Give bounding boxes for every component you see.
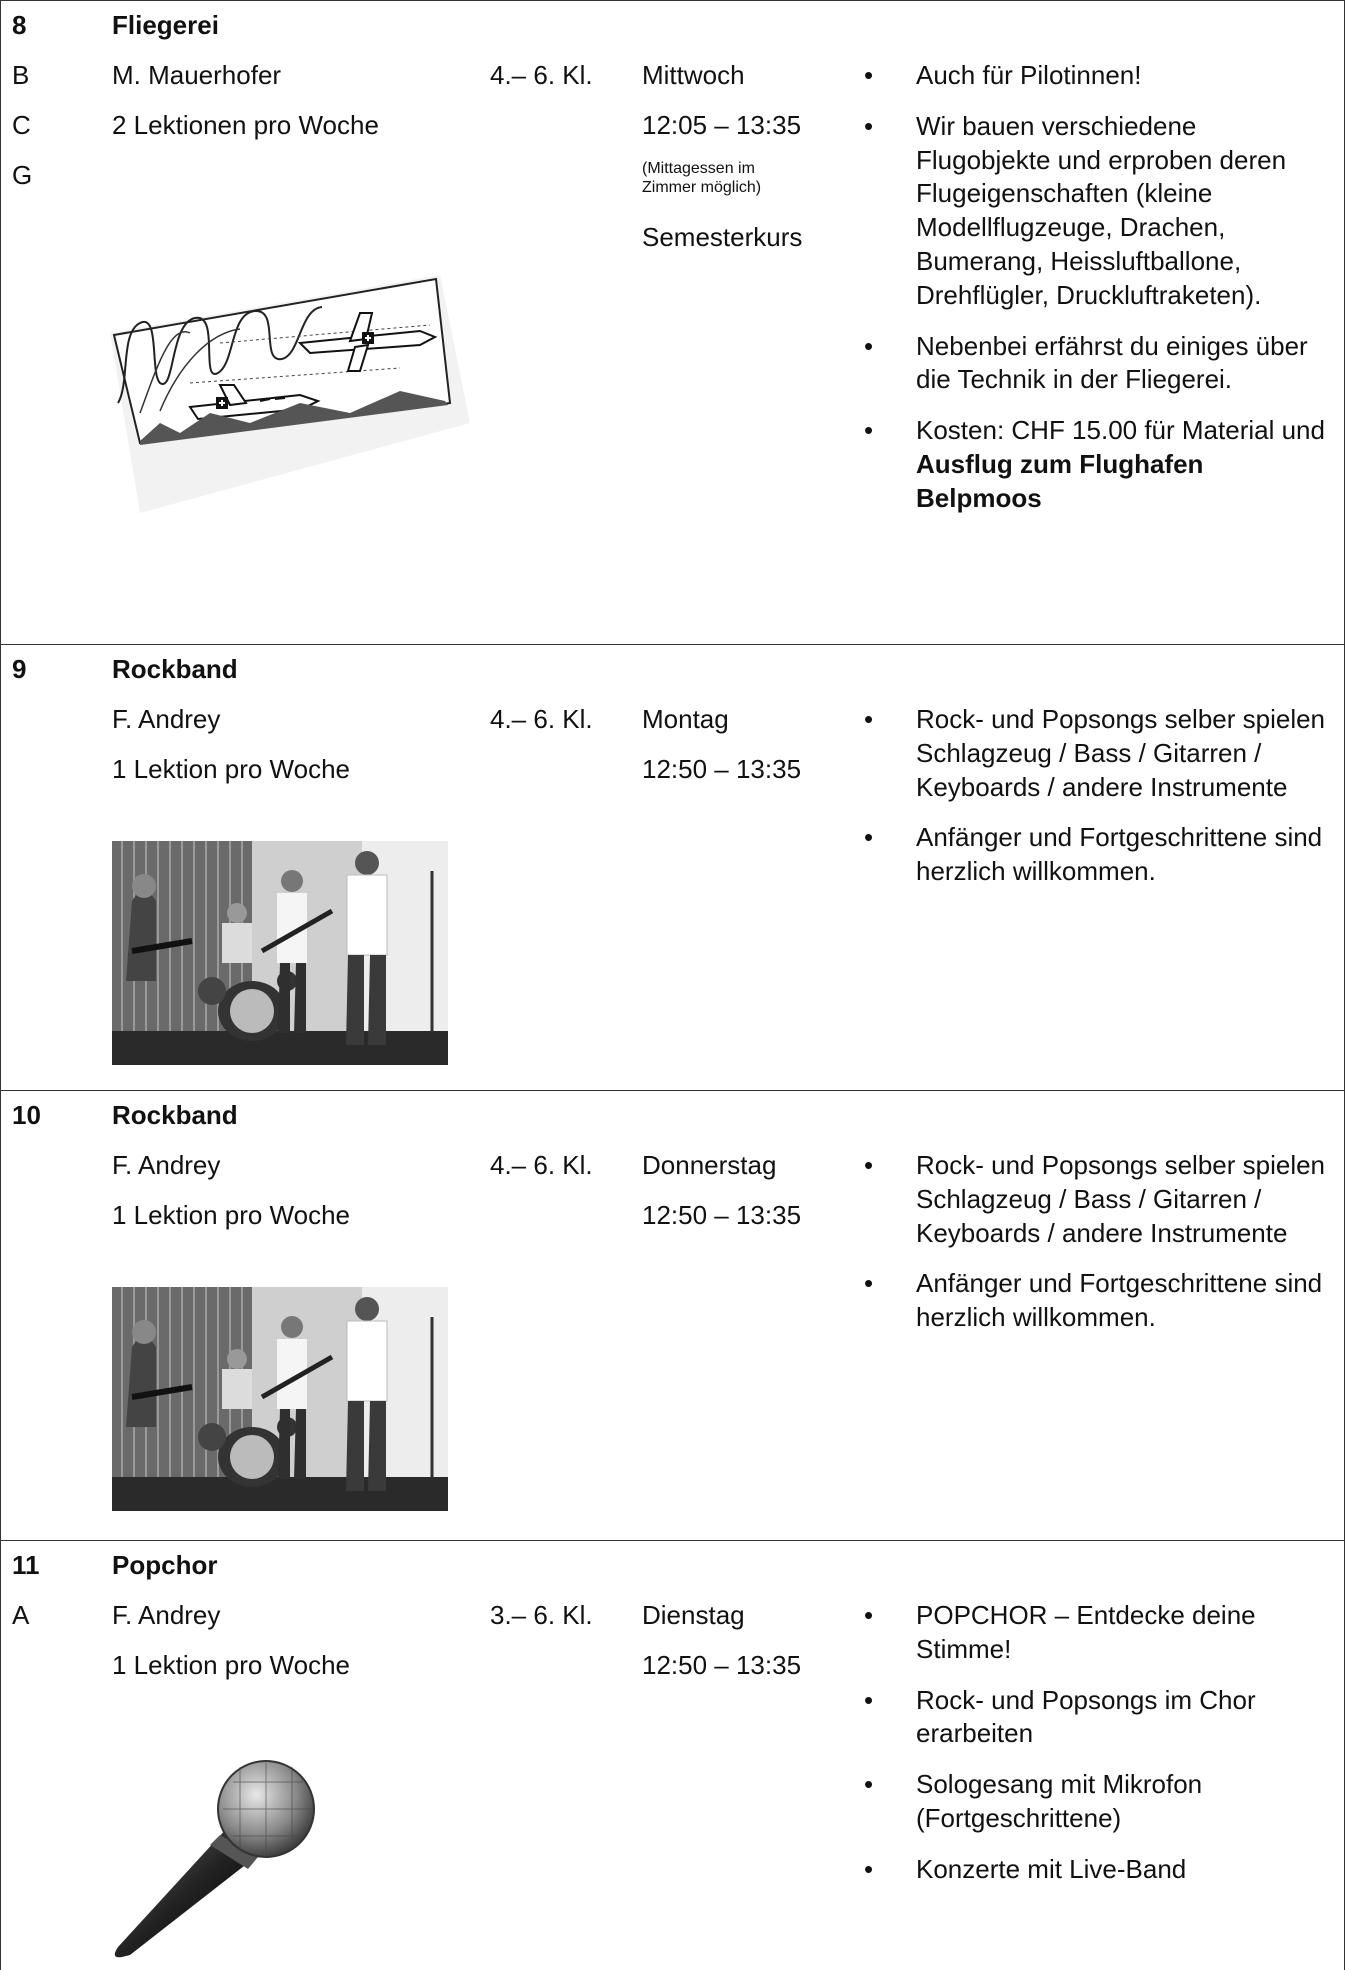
list-item: •Anfänger und Fortgeschrittene sind herz… [864,822,1323,887]
time-range: 12:50 – 13:35 [642,1200,802,1230]
list-item: •Sologesang mit Mikrofon (Fortgeschritte… [864,1769,1203,1833]
airplane-sketch-image [100,263,480,532]
schedule: Donnerstag 12:50 – 13:35 [642,1149,801,1249]
lessons-per-week: 1 Lektion pro Woche [112,754,350,784]
lessons-per-week: 2 Lektionen pro Woche [112,110,379,140]
grade-range: 3.– 6. Kl. [490,1600,593,1630]
band-photo-image [112,841,448,1074]
lessons-per-week: 1 Lektion pro Woche [112,1200,350,1230]
schedule: Mittwoch 12:05 – 13:35 (Mittagessen im Z… [642,59,802,271]
teacher-name: M. Mauerhofer [112,60,282,90]
course-title: Rockband [112,654,238,684]
course-number: 10 [12,1100,41,1130]
course-codes: B C G [12,59,32,209]
course-title: Rockband [112,1100,238,1130]
list-item: •Konzerte mit Live-Band [864,1853,1187,1884]
course-title: Popchor [112,1550,218,1580]
teacher-block: M. Mauerhofer 2 Lektionen pro Woche [112,59,379,159]
list-item: •Auch für Pilotinnen! [864,60,1142,90]
teacher-block: F. Andrey 1 Lektion pro Woche [112,1599,350,1699]
list-item: •Anfänger und Fortgeschrittene sind herz… [864,1268,1323,1333]
course-number: 8 [12,10,27,40]
course-9: 9 Rockband F. Andrey 1 Lektion pro Woche… [0,644,1345,1090]
code: A [12,1600,30,1630]
schedule: Dienstag 12:50 – 13:35 [642,1599,801,1699]
list-item: •Nebenbei erfährst du einiges über die T… [864,330,1308,395]
list-item: •Kosten: CHF 15.00 für Material und Ausf… [864,415,1325,513]
list-item: •Wir bauen verschiedene Flugobjekte und … [864,110,1287,310]
course-8: 8 Fliegerei B C G M. Mauerhofer 2 Lektio… [0,0,1345,644]
course-description: •Rock- und Popsongs selber spielen Schla… [860,1149,1330,1352]
course-description: •POPCHOR – Entdecke deine Stimme! •Rock-… [860,1599,1330,1904]
course-codes: A [12,1599,29,1649]
code: B [12,60,30,90]
list-item: •POPCHOR – Entdecke deine Stimme! [864,1600,1256,1664]
course-description: •Rock- und Popsongs selber spielen Schla… [860,703,1330,906]
time-range: 12:50 – 13:35 [642,1650,802,1680]
time-range: 12:50 – 13:35 [642,754,802,784]
course-title: Fliegerei [112,10,219,40]
course-number: 11 [12,1550,40,1580]
teacher-name: F. Andrey [112,1150,221,1180]
term-type: Semesterkurs [642,222,803,252]
course-10: 10 Rockband F. Andrey 1 Lektion pro Woch… [0,1090,1345,1540]
weekday: Dienstag [642,1600,745,1630]
teacher-name: F. Andrey [112,704,221,734]
weekday: Mittwoch [642,60,745,90]
band-photo-image [112,1287,448,1520]
course-description: •Auch für Pilotinnen! •Wir bauen verschi… [860,59,1330,533]
time-range: 12:05 – 13:35 [642,110,802,140]
list-item: •Rock- und Popsongs selber spielen Schla… [864,1150,1326,1248]
grade-range: 4.– 6. Kl. [490,60,593,90]
weekday: Donnerstag [642,1150,777,1180]
code: C [12,110,31,140]
teacher-name: F. Andrey [112,1600,221,1630]
weekday: Montag [642,704,729,734]
lunch-note: (Mittagessen im Zimmer möglich) [642,160,762,197]
microphone-image [108,1737,338,1970]
list-item: •Rock- und Popsongs im Chor erarbeiten [864,1684,1256,1749]
code: G [12,160,33,190]
course-11: 11 Popchor A F. Andrey 1 Lektion pro Woc… [0,1540,1345,1970]
list-item: •Rock- und Popsongs selber spielen Schla… [864,704,1326,802]
teacher-block: F. Andrey 1 Lektion pro Woche [112,1149,350,1249]
schedule: Montag 12:50 – 13:35 [642,703,801,803]
grade-range: 4.– 6. Kl. [490,704,593,734]
teacher-block: F. Andrey 1 Lektion pro Woche [112,703,350,803]
course-number: 9 [12,654,27,684]
grade-range: 4.– 6. Kl. [490,1150,593,1180]
lessons-per-week: 1 Lektion pro Woche [112,1650,350,1680]
